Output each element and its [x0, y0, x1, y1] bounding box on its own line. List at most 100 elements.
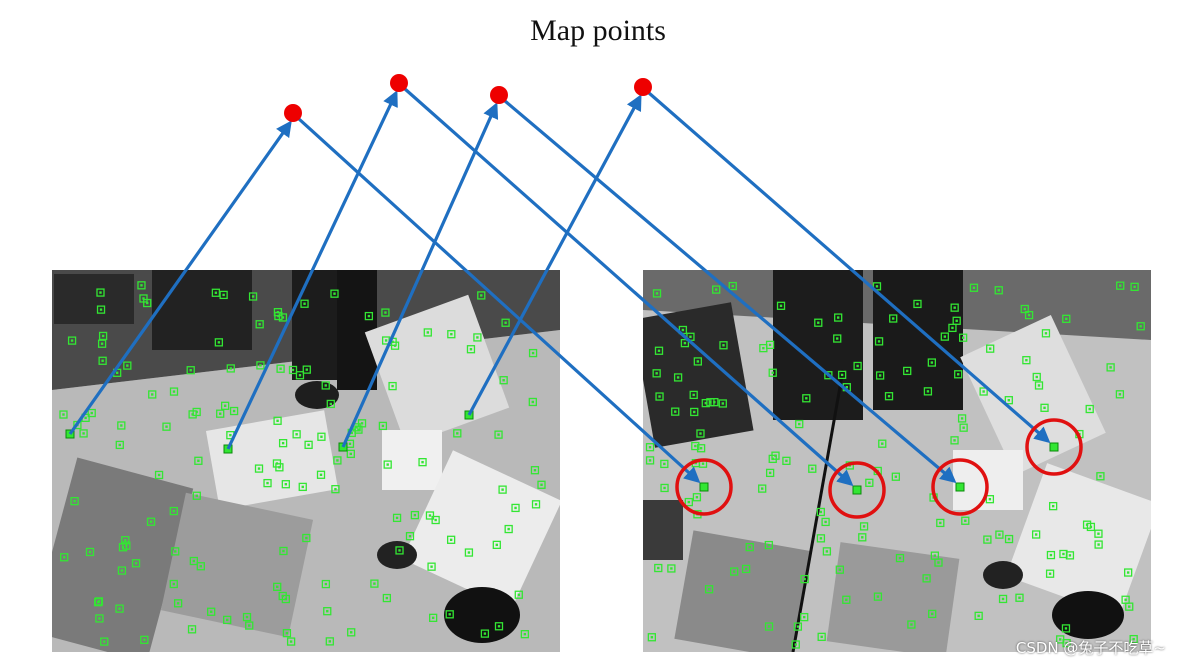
feature-point — [922, 574, 931, 583]
feature-point-dot — [988, 497, 992, 501]
feature-point-box — [930, 551, 940, 560]
feature-point-box — [693, 357, 702, 366]
feature-point-dot — [768, 343, 772, 347]
feature-point — [667, 564, 676, 573]
feature-point-box — [382, 593, 392, 603]
feature-point-dot — [943, 335, 947, 338]
feature-point — [292, 430, 301, 439]
feature-point-dot — [223, 404, 227, 408]
feature-point-box — [137, 281, 146, 290]
feature-point-box — [680, 338, 690, 348]
feature-point-dot — [324, 582, 328, 586]
feature-point — [139, 294, 148, 303]
feature-point — [381, 308, 390, 317]
feature-point — [347, 628, 356, 637]
feature-point — [821, 517, 830, 527]
feature-point-dot — [695, 496, 699, 499]
feature-point-dot — [670, 567, 673, 570]
feature-point-box — [410, 510, 420, 520]
feature-point — [693, 357, 702, 366]
feature-point — [928, 609, 937, 619]
feature-point-box — [131, 559, 141, 568]
feature-point-dot — [693, 410, 696, 414]
feature-point-box — [528, 348, 538, 358]
feature-point-dot — [476, 336, 479, 339]
feature-point-box — [169, 506, 178, 516]
feature-point — [473, 333, 482, 342]
feature-point-box — [331, 485, 340, 494]
feature-point-box — [719, 341, 728, 350]
feature-point-dot — [1034, 533, 1038, 536]
feature-point — [1116, 281, 1125, 290]
feature-point-dot — [126, 364, 129, 367]
feature-point-dot — [1124, 598, 1127, 601]
feature-point-box — [889, 314, 898, 323]
feature-point-dot — [1007, 537, 1011, 541]
feature-point-dot — [467, 551, 471, 554]
feature-point — [800, 612, 809, 622]
feature-point-dot — [762, 346, 765, 350]
observation-point — [1049, 442, 1059, 452]
feature-point — [446, 535, 456, 544]
feature-point-box — [464, 548, 474, 557]
feature-point — [189, 556, 198, 566]
feature-point — [418, 458, 427, 467]
feature-point-dot — [1018, 596, 1021, 599]
feature-point-box — [300, 299, 309, 308]
feature-point-box — [282, 628, 292, 638]
feature-point-dot — [663, 462, 666, 466]
feature-point-dot — [172, 390, 176, 393]
feature-point-dot — [355, 426, 358, 429]
feature-point-dot — [428, 514, 432, 517]
match-circles-layer — [675, 418, 1083, 519]
feature-point — [70, 496, 79, 506]
feature-point — [194, 456, 203, 465]
feature-point-dot — [103, 640, 106, 643]
feature-point-dot — [514, 506, 517, 510]
feature-point-box — [1056, 635, 1065, 644]
feature-point — [97, 339, 107, 348]
feature-point-box — [1116, 281, 1125, 290]
map-point — [284, 104, 302, 122]
feature-point-dot — [408, 534, 412, 538]
feature-point-box — [660, 483, 669, 493]
feature-point-dot — [650, 636, 654, 639]
feature-point-dot — [692, 393, 695, 397]
feature-point — [994, 286, 1003, 295]
feature-point — [140, 635, 149, 644]
feature-point-box — [1015, 593, 1024, 602]
feature-point-box — [196, 562, 205, 571]
arrow-left-to-mappoint — [226, 90, 398, 450]
feature-point-box — [986, 344, 995, 353]
feature-point — [903, 366, 912, 376]
feature-point-box — [1115, 390, 1125, 399]
feature-point-dot — [1097, 543, 1100, 546]
feature-point-dot — [1023, 307, 1026, 311]
feature-point — [316, 470, 326, 479]
feature-point-box — [357, 419, 367, 428]
feature-point-box — [279, 546, 288, 556]
feature-point-box — [302, 533, 311, 543]
feature-point-dot — [681, 328, 685, 332]
feature-point — [979, 387, 988, 396]
feature-point — [889, 314, 898, 323]
feature-point — [345, 439, 355, 448]
feature-point — [764, 540, 773, 550]
feature-point — [873, 592, 883, 601]
feature-point — [652, 289, 662, 298]
feature-point-dot — [172, 582, 175, 586]
feature-point-dot — [875, 285, 879, 288]
feature-point-dot — [142, 297, 145, 300]
feature-point-box — [782, 456, 791, 465]
feature-point-box — [346, 449, 355, 459]
feature-point — [131, 559, 141, 568]
feature-point-dot — [523, 632, 527, 636]
feature-point-dot — [960, 417, 964, 420]
feature-point-dot — [676, 376, 680, 379]
feature-point-box — [304, 440, 313, 449]
feature-point-dot — [961, 336, 965, 339]
feature-point-box — [842, 595, 851, 604]
feature-point-dot — [898, 556, 902, 560]
feature-point — [98, 331, 108, 341]
feature-point-dot — [232, 409, 236, 413]
